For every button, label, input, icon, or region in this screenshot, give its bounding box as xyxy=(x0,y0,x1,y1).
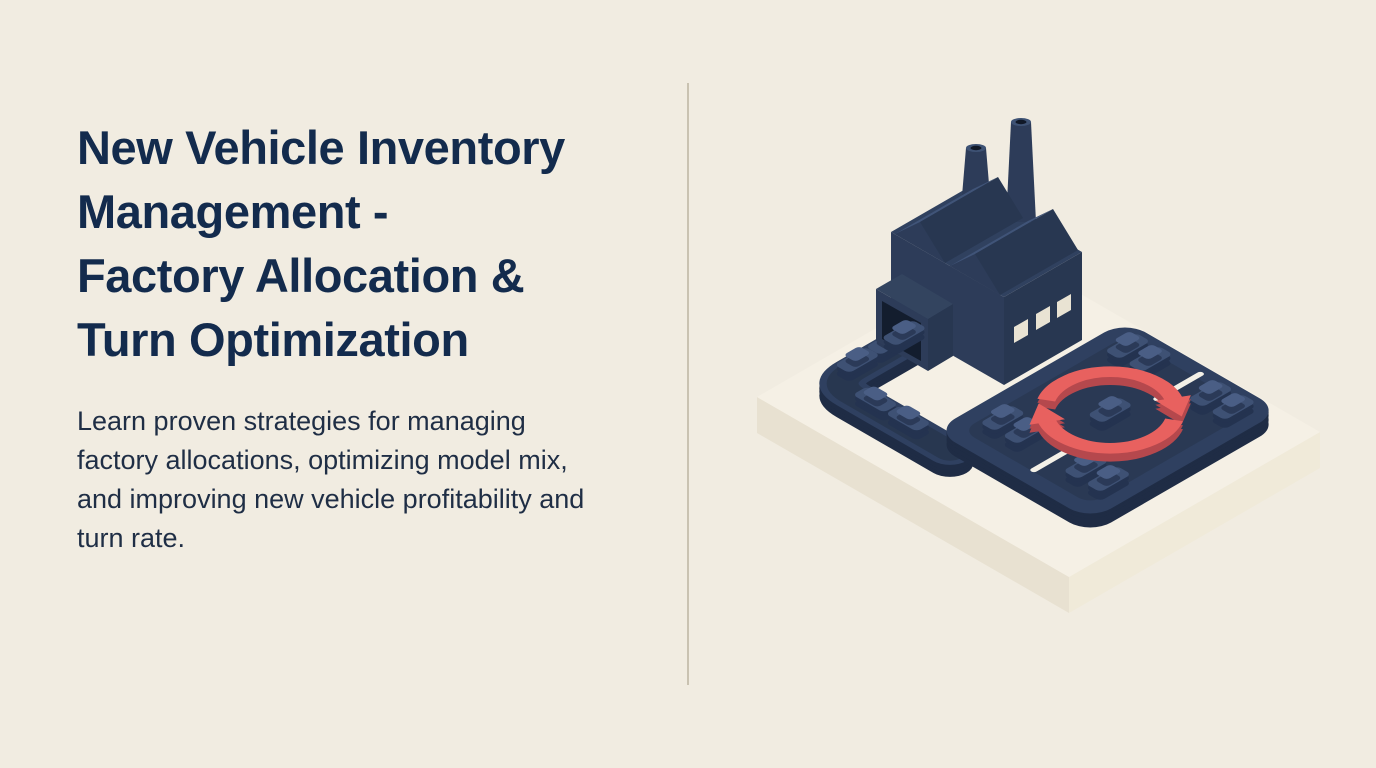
hero-text-block: New Vehicle Inventory Management - Facto… xyxy=(77,116,652,558)
sawtooth-roof xyxy=(895,177,1078,295)
page-title: New Vehicle Inventory Management - Facto… xyxy=(77,116,652,372)
factory-windows xyxy=(1014,294,1071,343)
page-title-line-3: Factory Allocation & xyxy=(77,249,525,302)
hero-description: Learn proven strategies for managing fac… xyxy=(77,406,585,553)
page-title-line-4: Turn Optimization xyxy=(77,313,469,366)
page-title-line-2: Management - xyxy=(77,185,389,238)
smokestack-icon xyxy=(1006,118,1036,222)
vertical-divider xyxy=(687,83,689,685)
factory-building-icon xyxy=(876,118,1082,385)
page-title-line-1: New Vehicle Inventory xyxy=(77,121,565,174)
